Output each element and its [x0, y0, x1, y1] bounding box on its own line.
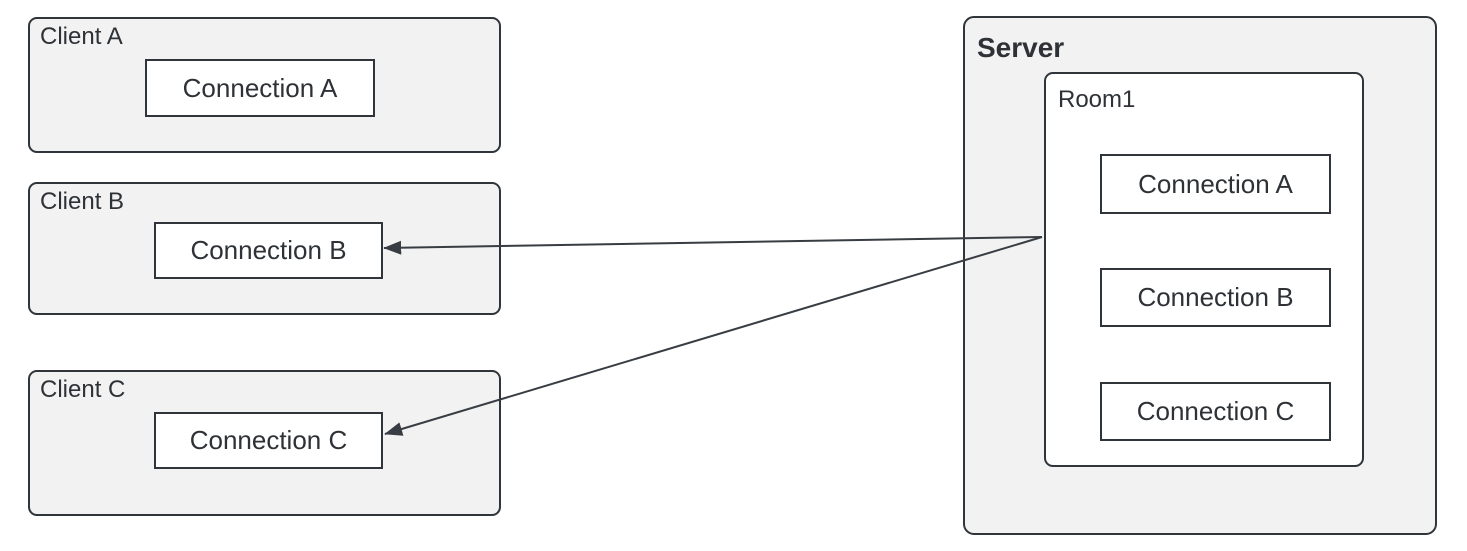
- client-a-label: Client A: [40, 23, 123, 50]
- client-a-connection-node: Connection A: [145, 59, 375, 117]
- client-c-box: Client C Connection C: [28, 370, 501, 516]
- client-c-connection-label: Connection C: [189, 425, 348, 455]
- client-a-connection-label: Connection A: [182, 72, 338, 103]
- room1-connection-a-node: Connection A: [1100, 154, 1331, 214]
- room1-connection-a-label: Connection A: [1138, 168, 1293, 199]
- room1-connection-c-node: Connection C: [1100, 382, 1331, 441]
- client-c-connection-node: Connection C: [154, 412, 383, 469]
- room1-connection-c-label: Connection C: [1136, 396, 1295, 426]
- room1-label: Room1: [1058, 86, 1136, 113]
- server-box: Server Room1 Connection A Connection B C…: [963, 16, 1437, 535]
- room1-box: Room1 Connection A Connection B Connecti…: [1044, 72, 1364, 467]
- server-label: Server: [977, 32, 1065, 63]
- client-c-label: Client C: [40, 376, 126, 403]
- client-b-connection-node: Connection B: [154, 222, 383, 279]
- client-b-connection-label: Connection B: [190, 235, 347, 265]
- room1-connection-b-node: Connection B: [1100, 268, 1331, 327]
- client-b-label: Client B: [40, 188, 125, 215]
- client-b-box: Client B Connection B: [28, 182, 501, 315]
- room1-connection-b-label: Connection B: [1137, 282, 1294, 312]
- client-a-box: Client A Connection A: [28, 17, 501, 153]
